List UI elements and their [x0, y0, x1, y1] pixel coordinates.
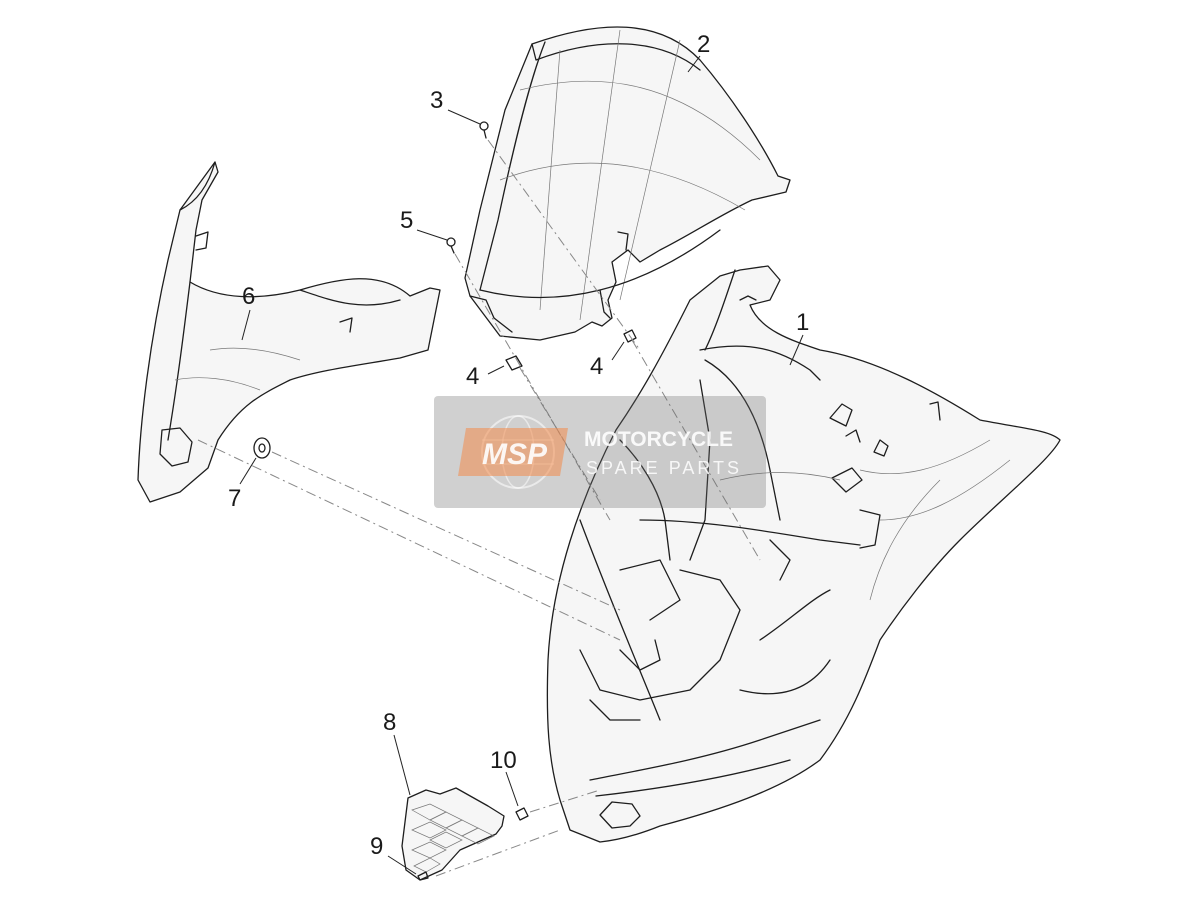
callout-2: 2	[697, 31, 710, 58]
callout-4b: 4	[590, 353, 603, 380]
grommet-7	[253, 437, 271, 459]
callout-labels: 1 2 3 4 4 5 6 7 8 9 10	[228, 31, 809, 860]
callout-5: 5	[400, 207, 413, 234]
callout-1: 1	[796, 309, 809, 336]
front-shield-part	[546, 265, 1061, 843]
assembly-lines	[197, 139, 761, 877]
leader-lines	[239, 55, 804, 875]
windscreen-part	[464, 26, 791, 341]
callout-9: 9	[370, 833, 383, 860]
watermark-box	[434, 396, 766, 508]
watermark-line1: MOTORCYCLE	[584, 428, 733, 451]
grille-part	[401, 787, 505, 881]
screw-3	[479, 121, 489, 139]
clip-4b	[623, 329, 637, 343]
screw-9	[417, 871, 429, 881]
msp-logo-shape	[458, 428, 568, 476]
callout-6: 6	[242, 283, 255, 310]
callout-10: 10	[490, 747, 517, 774]
msp-logo-text: MSP	[482, 438, 548, 471]
callout-7: 7	[228, 485, 241, 512]
callout-4a: 4	[466, 363, 479, 390]
callout-8: 8	[383, 709, 396, 736]
watermark: MSP MOTORCYCLE SPARE PARTS	[434, 396, 766, 508]
clip-10	[515, 807, 529, 821]
clip-4a	[505, 355, 523, 371]
side-panel-part	[137, 161, 441, 503]
watermark-line2: SPARE PARTS	[586, 458, 742, 478]
callout-3: 3	[430, 87, 443, 114]
screw-5	[446, 237, 456, 254]
